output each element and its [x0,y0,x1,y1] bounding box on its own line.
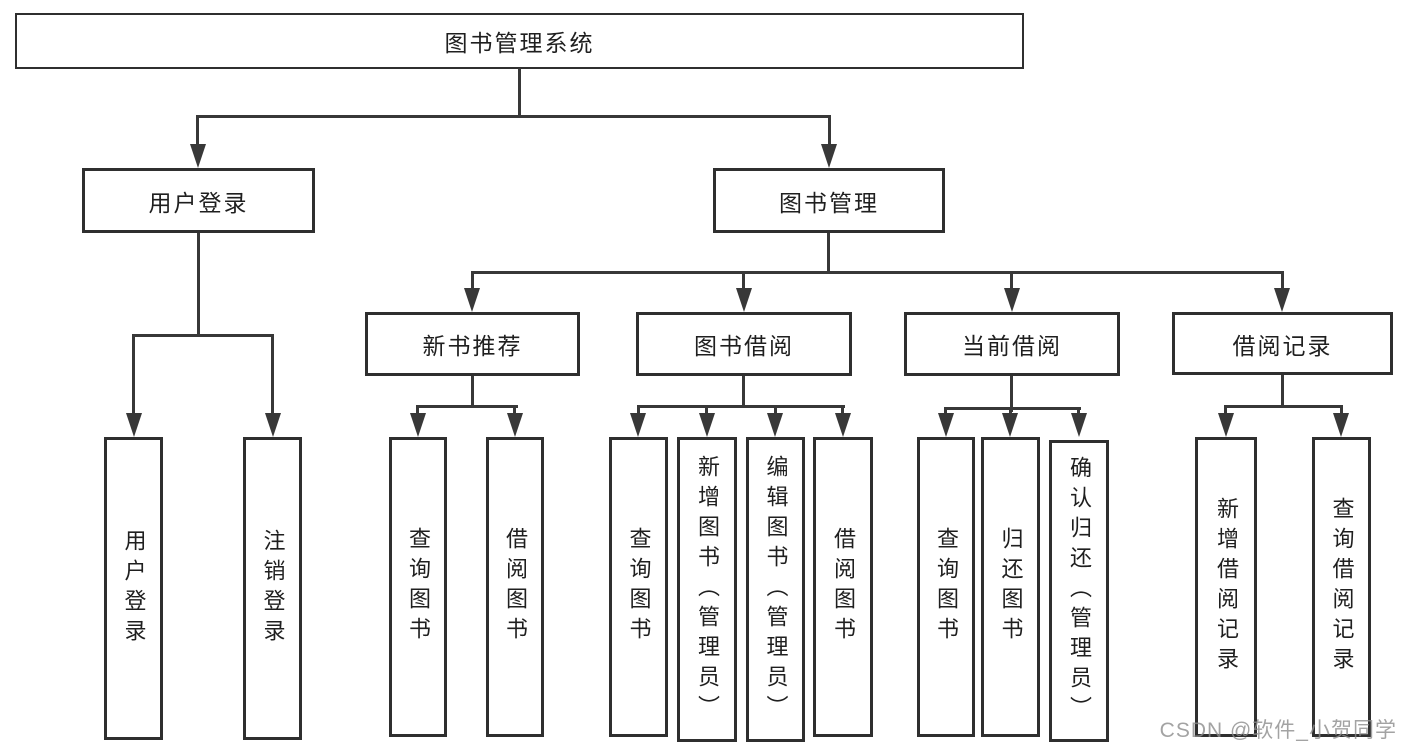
connector-line [271,334,274,416]
arrow-down-icon [736,288,752,312]
node-label: 用户登录 [121,528,147,649]
connector-line [132,334,135,416]
connector-line [828,115,831,147]
node-label: 借阅记录 [1232,332,1333,359]
node-label: 图书借阅 [694,333,794,359]
arrow-down-icon [699,413,715,437]
csdn-watermark: CSDN @软件_小贺同学 [1159,719,1397,742]
node-label: 编辑图书（管理员） [763,454,789,725]
connector-line [416,405,419,417]
connector-line [774,405,777,417]
connector-line [742,271,745,291]
leaf-query-borrow-record: 查询借阅记录 [1312,437,1371,737]
connector-line [1077,407,1080,417]
arrow-down-icon [835,413,851,437]
connector-line [471,376,474,408]
node-book-borrowing: 图书借阅 [636,312,852,376]
connector-line [1010,376,1013,412]
connector-line [841,405,844,417]
connector-line [827,233,830,274]
arrow-down-icon [126,413,142,437]
node-label: 借阅图书 [831,527,856,647]
leaf-borrow-books-recommend: 借阅图书 [486,437,544,737]
node-label: 查询图书 [626,527,652,647]
arrow-down-icon [1274,288,1290,312]
connector-line [1009,407,1012,417]
node-label: 查询图书 [406,527,431,647]
arrow-down-icon [1333,413,1349,437]
arrow-down-icon [265,413,281,437]
arrow-down-icon [1004,288,1020,312]
connector-line [471,271,474,291]
connector-line [513,405,516,417]
leaf-query-books-current: 查询图书 [917,437,975,737]
arrow-down-icon [507,413,523,437]
connector-line [471,271,1284,274]
connector-line [944,407,1081,410]
leaf-query-books-borrowing: 查询图书 [609,437,668,737]
node-label: 借阅图书 [503,527,528,647]
node-current-borrowing: 当前借阅 [904,312,1120,376]
node-borrowing-records: 借阅记录 [1172,312,1393,375]
arrow-down-icon [464,288,480,312]
connector-line [1340,405,1343,417]
connector-line [416,405,518,408]
node-book-management: 图书管理 [713,168,945,233]
connector-line [1010,271,1013,291]
node-label: 注销登录 [260,528,286,649]
node-new-book-recommend: 新书推荐 [365,312,580,376]
connector-line [1281,375,1284,408]
connector-line [944,407,947,417]
leaf-query-books-recommend: 查询图书 [389,437,447,737]
arrow-down-icon [410,413,426,437]
node-label: 查询借阅记录 [1329,497,1355,677]
arrow-down-icon [767,413,783,437]
leaf-confirm-return-admin: 确认归还（管理员） [1049,440,1109,742]
node-label: 归还图书 [998,527,1024,647]
node-label: 确认归还（管理员） [1067,456,1092,726]
node-label: 图书管理系统 [444,30,595,56]
leaf-add-borrow-record: 新增借阅记录 [1195,437,1257,737]
node-user-login: 用户登录 [82,168,315,233]
connector-line [637,405,845,408]
arrow-down-icon [1002,413,1018,437]
connector-line [637,405,640,417]
connector-line [705,405,708,417]
node-label: 新增图书（管理员） [695,454,720,725]
node-label: 用户登录 [148,189,249,216]
leaf-add-books-admin: 新增图书（管理员） [677,437,737,742]
arrow-down-icon [938,413,954,437]
connector-line [197,233,200,337]
connector-line [1224,405,1227,417]
leaf-edit-books-admin: 编辑图书（管理员） [746,437,805,742]
connector-line [1224,405,1343,408]
node-label: 新书推荐 [422,333,523,359]
connector-line [742,376,745,408]
connector-line [132,334,274,337]
connector-line [196,115,831,118]
leaf-borrow-books: 借阅图书 [813,437,873,737]
arrow-down-icon [821,144,837,168]
connector-line [518,68,521,118]
connector-line [1281,271,1284,291]
arrow-down-icon [1218,413,1234,437]
leaf-logout: 注销登录 [243,437,302,740]
node-label: 当前借阅 [962,333,1062,359]
node-label: 新增借阅记录 [1214,497,1239,677]
arrow-down-icon [190,144,206,168]
connector-line [196,115,199,147]
node-label: 图书管理 [779,189,879,216]
leaf-user-login: 用户登录 [104,437,163,740]
leaf-return-books: 归还图书 [981,437,1040,737]
arrow-down-icon [630,413,646,437]
arrow-down-icon [1071,413,1087,437]
node-label: 查询图书 [934,527,959,647]
node-library-management-system: 图书管理系统 [15,13,1024,69]
